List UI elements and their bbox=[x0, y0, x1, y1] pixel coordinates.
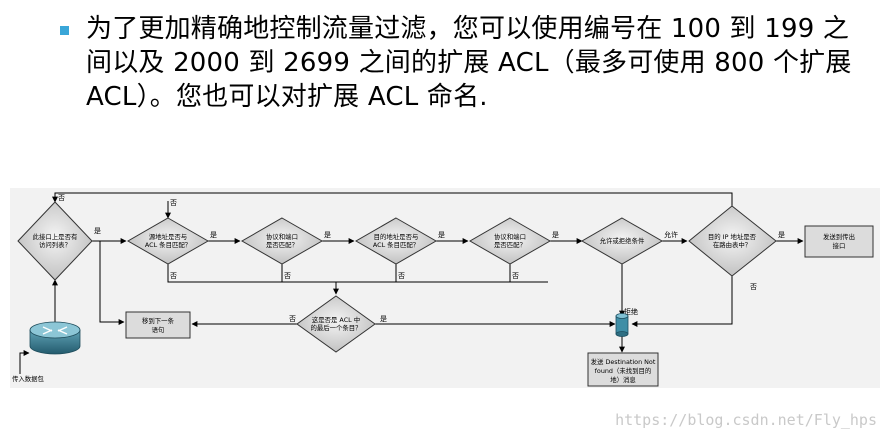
d5-line2: 是否匹配？ bbox=[494, 241, 526, 249]
router-label: 传入数据包 bbox=[12, 374, 45, 383]
d2-line1: 源地址是否与 bbox=[149, 232, 187, 241]
forward-line1: 发送到传出 bbox=[823, 232, 855, 241]
bullet-marker bbox=[60, 26, 69, 35]
d1-line1: 此接口上是否有 bbox=[33, 232, 78, 241]
edges bbox=[52, 192, 804, 353]
d3-line1: 协议和端口 bbox=[266, 232, 298, 241]
d5-line1: 协议和端口 bbox=[494, 232, 526, 241]
router-icon bbox=[29, 321, 81, 355]
label-yes-d3: 是 bbox=[324, 231, 331, 239]
label-no-d5: 否 bbox=[512, 272, 519, 280]
d4-line1: 目的地址是否与 bbox=[374, 232, 419, 241]
unreachable-box bbox=[587, 352, 659, 387]
edge-no-collector bbox=[167, 264, 548, 283]
d6-line1: 允许或拒绝条件 bbox=[600, 236, 645, 245]
label-yes-d2: 是 bbox=[210, 231, 217, 239]
watermark: https://blog.csdn.net/Fly_hps bbox=[615, 411, 877, 429]
label-yes-d7: 是 bbox=[778, 231, 785, 239]
label-permit: 允许 bbox=[664, 230, 678, 239]
d3-line2: 是否匹配？ bbox=[266, 241, 298, 249]
label-yes-d5: 是 bbox=[552, 231, 559, 239]
edge-labels: 否 否 是 是 是 是 是 允许 是 否 否 否 否 否 是 拒绝 否 bbox=[58, 194, 785, 323]
flowchart-svg: 否 否 是 是 是 是 是 允许 是 否 否 否 否 否 是 拒绝 否 此接口上… bbox=[12, 192, 874, 387]
decision-proto-port-2 bbox=[468, 217, 552, 265]
unreach-line1: 发送 Destination Not bbox=[591, 357, 656, 366]
label-yes-d1: 是 bbox=[94, 227, 101, 235]
next-statement-box bbox=[125, 311, 191, 339]
d7-line2: 在路由表中？ bbox=[713, 240, 751, 249]
decision-permit-deny bbox=[580, 217, 664, 265]
d8-line1: 这是否是 ACL 中 bbox=[312, 315, 360, 324]
unreach-line2: found（未找到目的 bbox=[595, 366, 652, 375]
unreach-line3: 地）消息 bbox=[610, 375, 636, 384]
decision-dest-match bbox=[354, 217, 438, 265]
decision-access-list bbox=[17, 201, 93, 281]
d2-line2: ACL 条目匹配？ bbox=[145, 240, 191, 249]
acl-flowchart: 否 否 是 是 是 是 是 允许 是 否 否 否 否 否 是 拒绝 否 此接口上… bbox=[10, 188, 880, 388]
edge-d7-to-d1 bbox=[52, 192, 733, 206]
decision-source-match bbox=[126, 217, 210, 265]
label-no-d7: 否 bbox=[750, 283, 757, 291]
d7-line1: 目的 IP 地址是否 bbox=[708, 232, 757, 241]
label-yes-d4: 是 bbox=[438, 231, 445, 239]
boxes bbox=[125, 225, 874, 387]
label-no-d8: 否 bbox=[289, 315, 296, 323]
next-line1: 移到下一条 bbox=[142, 316, 175, 325]
decision-route-table bbox=[688, 205, 777, 277]
label-no-loop: 否 bbox=[170, 199, 177, 207]
decisions bbox=[17, 201, 777, 353]
decision-last-entry bbox=[296, 295, 376, 353]
label-no-d4: 否 bbox=[398, 272, 405, 280]
label-yes-d8: 是 bbox=[380, 315, 387, 323]
bullet-text: 为了更加精确地控制流量过滤，您可以使用编号在 100 到 199 之间以及 20… bbox=[86, 14, 852, 112]
label-no-top: 否 bbox=[58, 194, 65, 202]
label-deny: 拒绝 bbox=[624, 307, 638, 316]
bit-bucket-icon bbox=[615, 313, 629, 337]
d1-line2: 访问列表？ bbox=[39, 240, 71, 249]
edge-d1-next bbox=[99, 241, 125, 325]
forward-box bbox=[804, 225, 874, 258]
forward-line2: 接口 bbox=[833, 241, 846, 250]
d8-line2: 的最后一个条目？ bbox=[310, 323, 361, 332]
label-no-d3: 否 bbox=[284, 272, 291, 280]
edge-d7-drop bbox=[631, 276, 733, 327]
edge-incoming-packet bbox=[19, 350, 30, 374]
label-no-d2: 否 bbox=[170, 272, 177, 280]
next-line2: 语句 bbox=[152, 325, 165, 334]
node-texts: 此接口上是否有 访问列表？ 源地址是否与 ACL 条目匹配？ 协议和端口 是否匹… bbox=[33, 232, 855, 384]
decision-proto-port-1 bbox=[240, 217, 324, 265]
d4-line2: ACL 条目匹配？ bbox=[373, 240, 419, 249]
